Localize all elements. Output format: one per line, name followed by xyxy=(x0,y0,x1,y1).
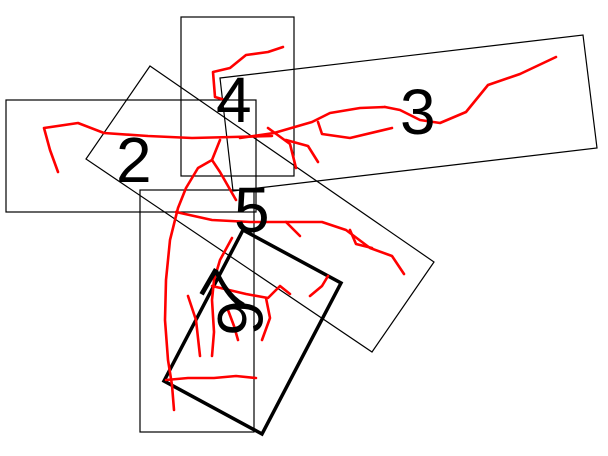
trace-lower-f xyxy=(308,274,330,298)
box-3-outline xyxy=(219,34,598,192)
box-label-3: 3 xyxy=(400,76,436,148)
trace-4-spur-b xyxy=(284,138,320,164)
trace-center-fork xyxy=(210,158,238,202)
trace-lower-g xyxy=(226,308,240,342)
trace-3-spur xyxy=(316,120,394,140)
trace-main-right xyxy=(238,105,387,140)
box-label-4: 4 xyxy=(216,64,252,136)
box-outlines xyxy=(5,16,598,437)
trace-middle-c xyxy=(284,220,302,238)
box-5-outline xyxy=(85,65,435,353)
box-label-6: 6 xyxy=(204,300,276,336)
trace-middle xyxy=(174,210,406,276)
trace-3-branch xyxy=(383,55,558,125)
box-label-2: 2 xyxy=(116,124,152,196)
box-2-outline xyxy=(5,99,257,213)
red-traces xyxy=(42,45,558,412)
trace-upper xyxy=(211,45,285,102)
box-4-outline xyxy=(180,16,295,177)
trace-lower-d xyxy=(186,294,202,358)
trace-lower-b xyxy=(210,284,292,300)
box-7-outline xyxy=(161,227,344,437)
trace-4-spur xyxy=(266,126,298,170)
trace-lower-e xyxy=(164,374,258,382)
trace-middle-b xyxy=(348,228,374,250)
box-6-outline xyxy=(139,189,255,433)
trace-lower-c xyxy=(260,296,272,342)
trace-lower-a xyxy=(210,236,234,358)
trace-main-left xyxy=(42,121,274,174)
trace-center-down xyxy=(163,138,222,412)
box-labels: 2 3 4 5 6 7 xyxy=(116,64,436,336)
box-label-5: 5 xyxy=(234,174,270,246)
